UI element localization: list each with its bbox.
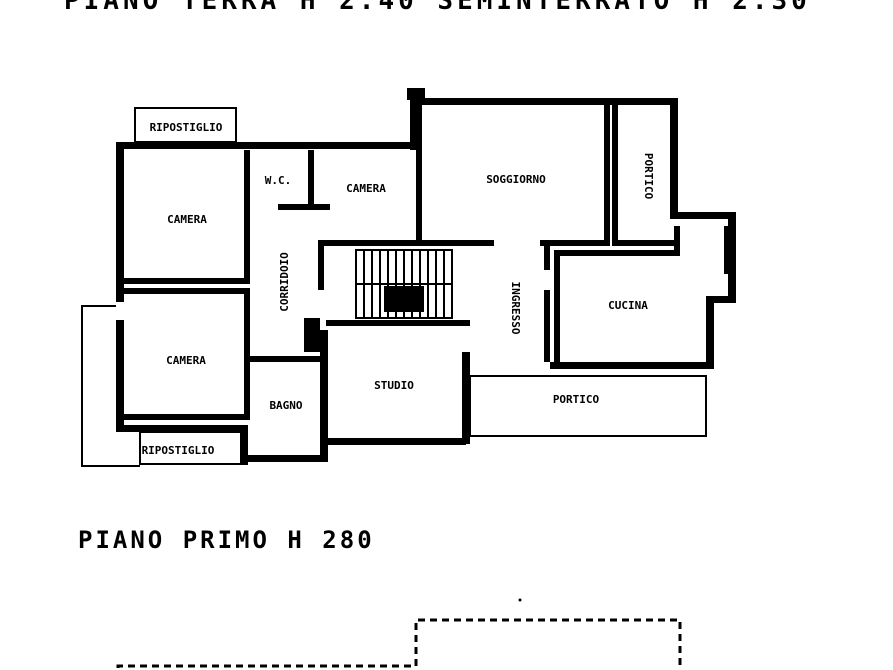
label-cucina: CUCINA [608, 299, 648, 312]
label-bagno: BAGNO [269, 399, 302, 412]
label-corridoio: CORRIDOIO [278, 252, 291, 312]
thin-outlines [81, 107, 707, 467]
label-soggiorno: SOGGIORNO [486, 173, 546, 186]
label-camera-top-left: CAMERA [167, 213, 207, 226]
label-camera-bottom-left: CAMERA [166, 354, 206, 367]
label-wc: W.C. [265, 174, 292, 187]
first-floor-heading: PIANO PRIMO H 280 [78, 526, 375, 554]
ground-floor-heading: PIANO TERRA H 2.40 SEMINTERRATO H 2.30 [64, 0, 811, 16]
label-ripostiglio-bottom: RIPOSTIGLIO [142, 444, 215, 457]
label-studio: STUDIO [374, 379, 414, 392]
label-ingresso: INGRESSO [509, 282, 522, 335]
windows [159, 99, 736, 461]
staircase [304, 249, 453, 352]
interior-walls [124, 105, 680, 420]
label-portico-right: PORTICO [642, 153, 655, 200]
label-portico-bottom: PORTICO [553, 393, 600, 406]
label-ripostiglio-top: RIPOSTIGLIO [150, 121, 223, 134]
label-camera-small: CAMERA [346, 182, 386, 195]
first-floor-outline [116, 598, 682, 670]
